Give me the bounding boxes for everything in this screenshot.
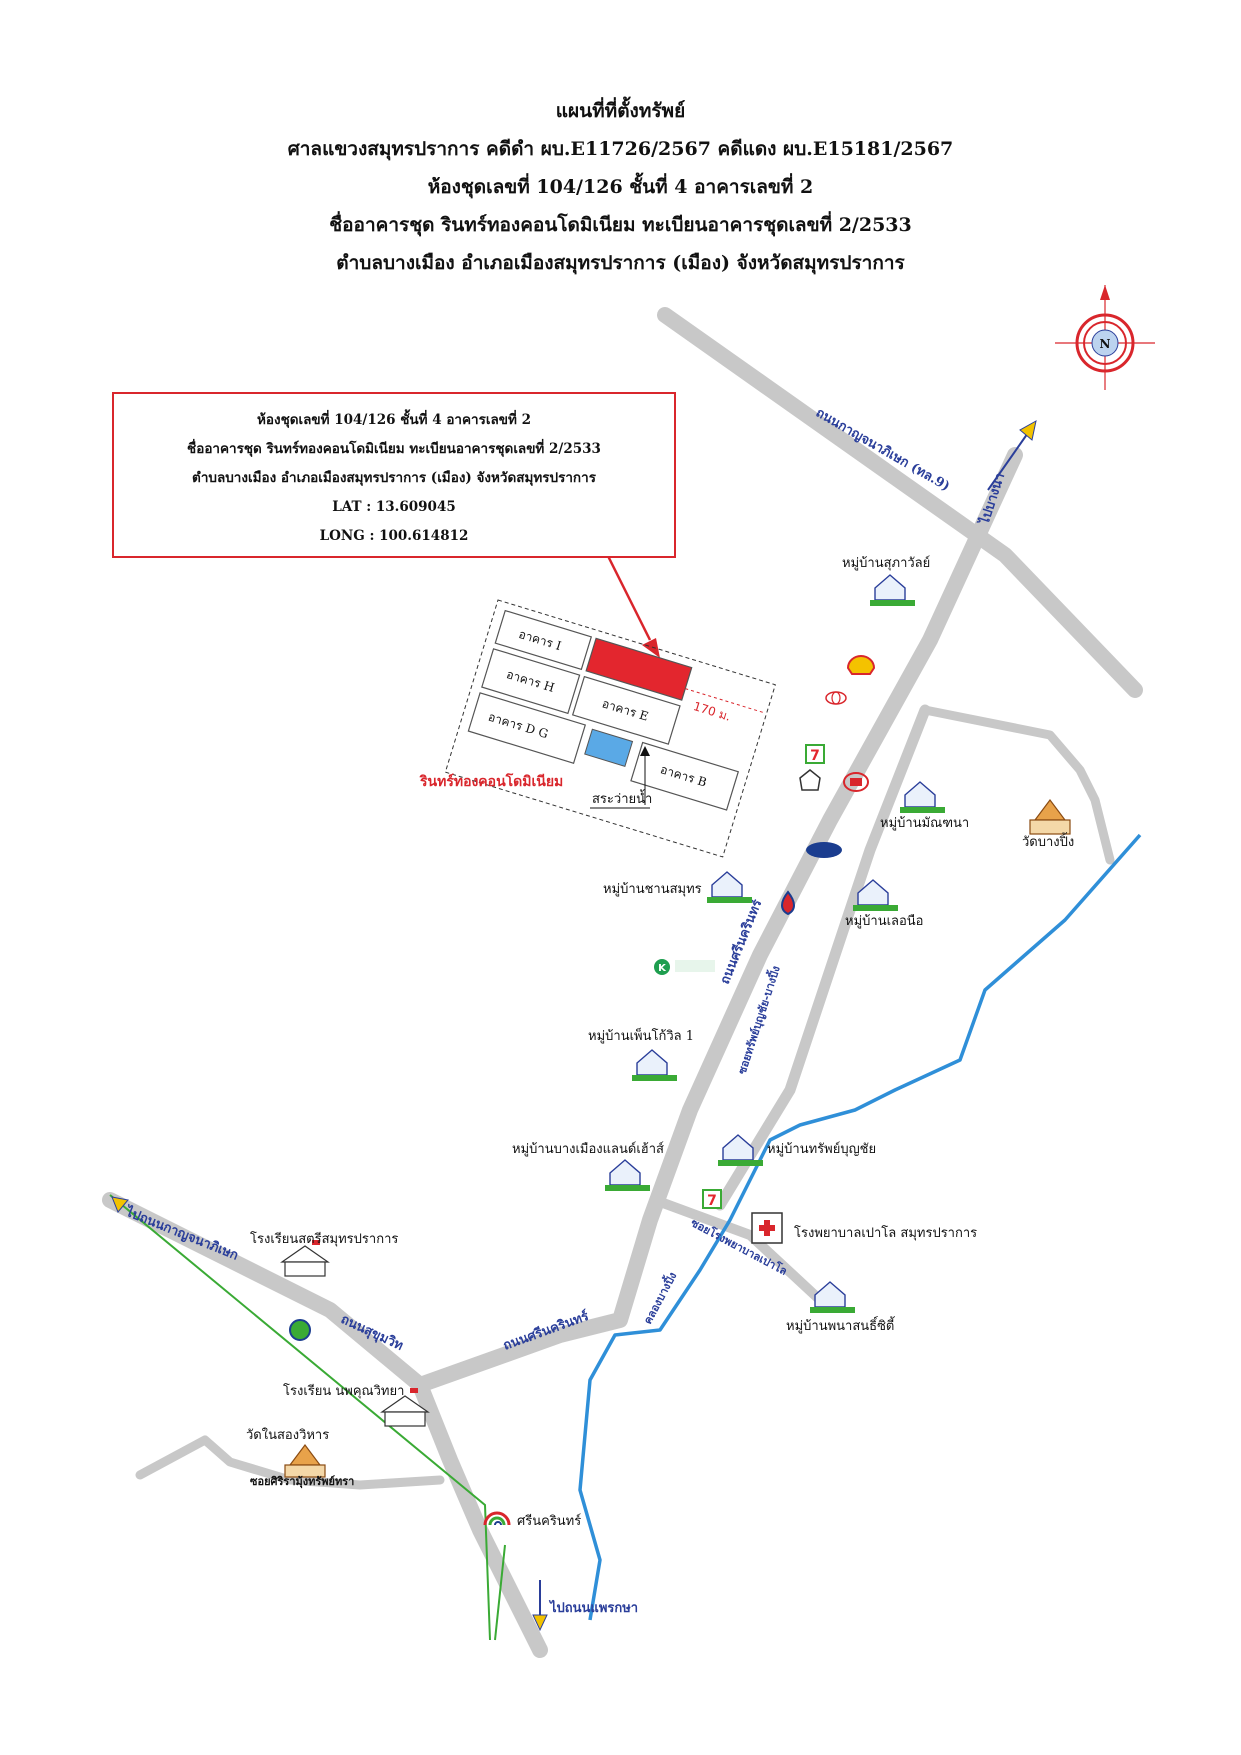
- building-h: [481, 648, 581, 715]
- svg-text:7: 7: [810, 748, 820, 764]
- road-label-khlong: คลองบางปิ้ง: [639, 1269, 679, 1326]
- header-unit: ห้องชุดเลขที่ 104/126 ชั้นที่ 4 อาคารเลข…: [427, 176, 814, 198]
- arrow-to-bangna-icon: [987, 420, 1037, 491]
- khlong-bangping-river: [578, 833, 1142, 1621]
- hino-logo-icon: [843, 772, 869, 792]
- seven-eleven-icon: 7: [805, 744, 825, 764]
- village-icon-chan-samut: [707, 871, 752, 903]
- label-v-chan-samut: หมู่บ้านชานสมุทร: [603, 882, 702, 897]
- svg-text:K: K: [658, 963, 667, 974]
- bts-line: [109, 1194, 491, 1641]
- label-hospital: โรงพยาบาลเปาโล สมุทรปราการ: [794, 1225, 977, 1241]
- village-icon-phanasan: [810, 1281, 855, 1313]
- shell-logo-icon: [846, 655, 876, 675]
- bts-line-2: [494, 1544, 506, 1641]
- label-v-penkowin: หมู่บ้านเพ็นโก้วิล 1: [588, 1026, 694, 1044]
- label-wat-nai: วัดในสองวิหาร: [246, 1427, 329, 1443]
- soi-hospital-road: [650, 1195, 825, 1305]
- temple-icon-bang-ping: [1029, 799, 1071, 835]
- condo-name-label: รินทร์ทองคอนโดมิเนียม: [419, 772, 564, 790]
- road-network: [102, 307, 1143, 1658]
- label-v-lernuea: หมู่บ้านเลอนือ: [845, 913, 924, 929]
- label-v-sap-boonchai: หมู่บ้านทรัพย์บุญชัย: [767, 1141, 876, 1157]
- label-wat-bang-ping: วัดบางปิ้ง: [1022, 832, 1074, 850]
- swimming-pool: [584, 728, 634, 767]
- village-icon-supawan: [870, 574, 915, 606]
- info-latitude: LAT : 13.609045: [332, 499, 456, 515]
- label-bts-station: ศรีนครินทร์: [517, 1513, 581, 1529]
- label-school-nuch: โรงเรียน นพคุณวิทยา: [283, 1383, 404, 1399]
- header-location: ตำบลบางเมือง อำเภอเมืองสมุทรปราการ (เมือ…: [336, 252, 905, 274]
- arrow-to-kanchana-icon: [111, 1196, 129, 1213]
- label-v-manthana: หมู่บ้านมัณฑนา: [880, 816, 969, 831]
- distance-line: [685, 688, 765, 714]
- hospital-icon: [751, 1212, 783, 1244]
- school-icon-nuch: [380, 1388, 430, 1427]
- header-court-case: ศาลแขวงสมุทรปราการ คดีดำ ผบ.E11726/2567 …: [287, 138, 954, 160]
- label-distance: 170 ม.: [692, 699, 733, 724]
- village-icon-manthana: [900, 781, 945, 813]
- wat-bangping-road: [920, 705, 1115, 865]
- village-icon-lernuea: [853, 879, 898, 911]
- pointer-arrow-icon: [606, 555, 660, 658]
- seven-eleven-icon-2: 7: [702, 1189, 722, 1209]
- srinakarin-road: [412, 447, 1023, 1393]
- building-b: [630, 741, 740, 811]
- info-unit: ห้องชุดเลขที่ 104/126 ชั้นที่ 4 อาคารเลข…: [257, 412, 531, 428]
- property-info-box: ห้องชุดเลขที่ 104/126 ชั้นที่ 4 อาคารเลข…: [112, 392, 676, 558]
- village-icon-penkowin: [632, 1049, 677, 1081]
- label-v-bangmuang-land: หมู่บ้านบางเมืองแลนด์เฮ้าส์: [512, 1141, 664, 1157]
- soi-siri-road: [135, 1435, 445, 1490]
- road-label-to-phraeksa: ไปถนนแพรกษา: [548, 1599, 638, 1616]
- village-icons: [605, 574, 945, 1313]
- village-icon-sap-boonchai: [718, 1134, 763, 1166]
- temple-icon-wat-nai: [284, 1444, 326, 1478]
- soi-sap-boonchai-road: [714, 704, 931, 1211]
- school-icon-satri: [280, 1240, 330, 1277]
- info-building: ชื่ออาคารชุด รินทร์ทองคอนโดมิเนียม ทะเบี…: [187, 441, 601, 457]
- label-school-satri: โรงเรียนสตรีสมุทรปราการ: [250, 1231, 398, 1247]
- house-marker-icon: [799, 769, 821, 791]
- svg-text:7: 7: [707, 1193, 717, 1209]
- info-location: ตำบลบางเมือง อำเภอเมืองสมุทรปราการ (เมือ…: [192, 470, 596, 486]
- village-icon-bangmuang-land: [605, 1159, 650, 1191]
- label-v-phanasan: หมู่บ้านพนาสนธิ์ซิตี้: [786, 1316, 896, 1334]
- map-header: แผนที่ที่ตั้งทรัพย์ ศาลแขวงสมุทรปราการ ค…: [0, 92, 1241, 282]
- arrow-to-phraeksa-icon: [532, 1580, 548, 1632]
- compass-north-icon: N: [1055, 285, 1155, 390]
- kanchanaphisek-road: [657, 307, 1143, 698]
- building-e: [571, 675, 681, 745]
- label-soi-siri: ซอยศิริรามุ้งทรัพย์ทรา: [250, 1475, 354, 1489]
- pool-pointer-head: [640, 746, 650, 756]
- header-title: แผนที่ที่ตั้งทรัพย์: [555, 100, 686, 122]
- info-longitude: LONG : 100.614812: [319, 528, 469, 544]
- ptt-logo-icon: [781, 890, 795, 916]
- condo-site-plan: อาคาร I อาคาร H อาคาร E อาคาร D G อาคาร …: [444, 599, 776, 858]
- building-i: [494, 609, 593, 671]
- toyota-logo-icon: [825, 691, 847, 705]
- ptt-station-icon: [289, 1319, 311, 1341]
- label-v-supawan: หมู่บ้านสุภาวัลย์: [842, 555, 930, 571]
- ford-logo-icon: [806, 842, 842, 858]
- kasikorn-bank-icon: K: [654, 959, 715, 975]
- target-unit-block: [585, 637, 693, 701]
- bts-station-icon: [483, 1511, 511, 1526]
- compass-label: N: [1100, 337, 1111, 351]
- header-building: ชื่ออาคารชุด รินทร์ทองคอนโดมิเนียม ทะเบี…: [329, 214, 912, 236]
- site-boundary: [444, 599, 776, 858]
- road-label-kanchana: ถนนกาญจนาภิเษก (ทล.9): [813, 405, 952, 494]
- sukhumvit-road: [102, 1192, 548, 1658]
- building-dg: [467, 692, 587, 764]
- pool-label: สระว่ายน้ำ: [592, 789, 652, 807]
